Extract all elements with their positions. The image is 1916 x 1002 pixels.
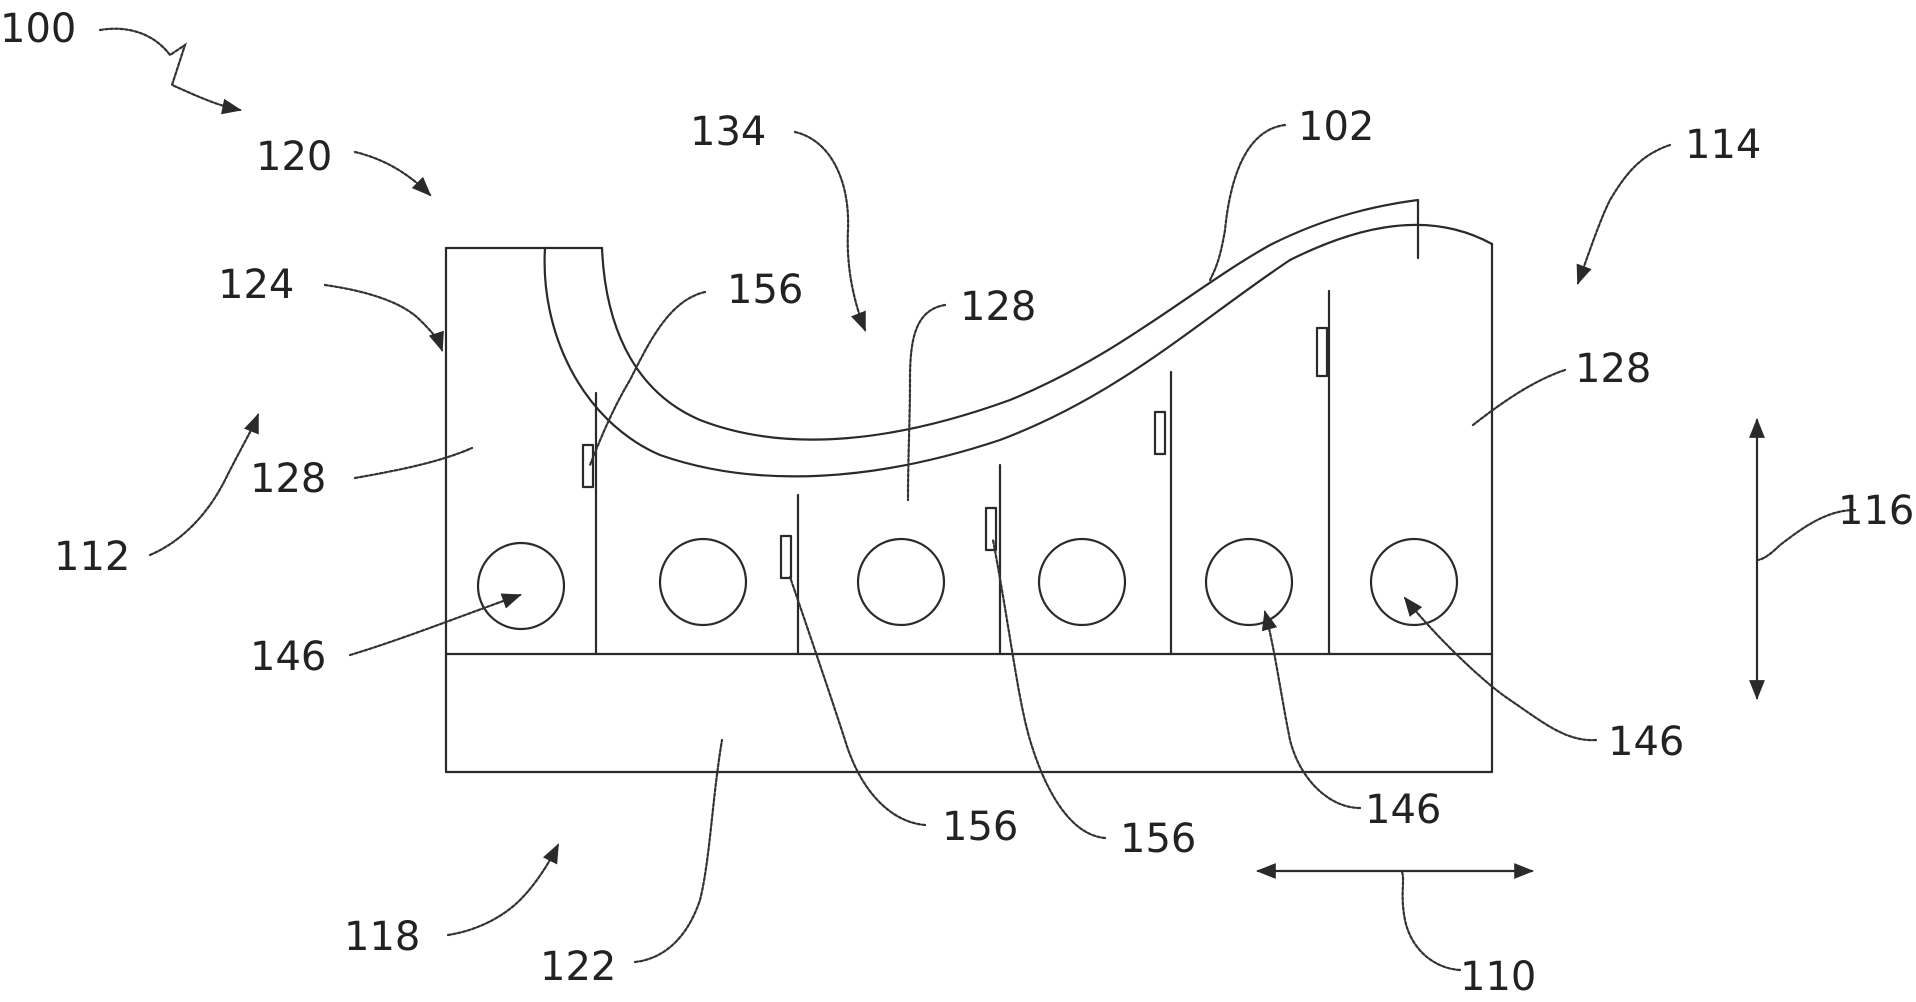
- label-100: 100: [0, 6, 76, 52]
- label-128-center: 128: [960, 284, 1036, 330]
- slot-dividers: [594, 289, 1331, 656]
- label-124: 124: [218, 262, 294, 308]
- label-134: 134: [690, 109, 766, 155]
- label-128-right: 128: [1575, 346, 1651, 392]
- hole-3: [856, 537, 946, 627]
- label-156-top: 156: [727, 267, 803, 313]
- leader-lines: [98, 27, 1857, 972]
- tab-156-1: [581, 443, 595, 489]
- hole-4: [1037, 537, 1127, 627]
- sensor-tabs: [581, 326, 1329, 580]
- curved-component-102: [543, 198, 1494, 478]
- label-112: 112: [54, 534, 130, 580]
- label-118: 118: [344, 914, 420, 960]
- label-146-right: 146: [1608, 719, 1684, 765]
- label-114: 114: [1685, 122, 1761, 168]
- label-122: 122: [540, 944, 616, 990]
- hole-5: [1204, 537, 1294, 627]
- tab-156-3: [984, 506, 998, 552]
- label-120: 120: [256, 134, 332, 180]
- label-146-left: 146: [250, 634, 326, 680]
- label-110: 110: [1460, 954, 1536, 1000]
- label-156-a: 156: [942, 804, 1018, 850]
- hole-2: [658, 537, 748, 627]
- tab-156-4: [1153, 410, 1167, 456]
- label-146-bottom: 146: [1365, 787, 1441, 833]
- tab-156-5: [1315, 326, 1329, 378]
- left-block: [444, 246, 604, 656]
- tab-156-2: [779, 534, 793, 580]
- label-116: 116: [1838, 488, 1914, 534]
- label-102: 102: [1298, 104, 1374, 150]
- label-156-b: 156: [1120, 816, 1196, 862]
- hole-6: [1369, 537, 1459, 627]
- reference-numerals: 100 120 134 102 114 124 156 128 128 128 …: [0, 6, 1914, 1000]
- base-plate: [444, 652, 1494, 774]
- hole-1: [476, 541, 566, 631]
- holes-146: [476, 537, 1459, 631]
- label-128-left: 128: [250, 456, 326, 502]
